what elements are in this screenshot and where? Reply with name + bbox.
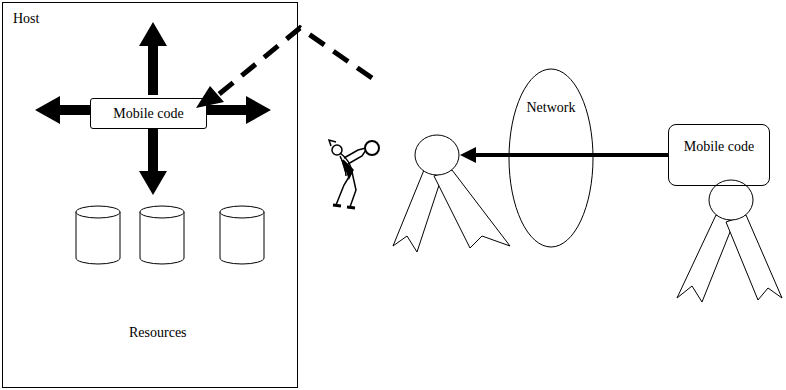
transfer-arrowhead (460, 147, 476, 163)
dashed-arrowhead (196, 86, 224, 108)
network-ellipse: Network (508, 68, 594, 248)
ellipse-outline (508, 68, 594, 248)
dashed-inspection-line (218, 28, 372, 95)
ellipse-outline-shape (509, 69, 593, 247)
up-arrow (139, 22, 167, 95)
mobile-code-box: Mobile code (90, 98, 207, 129)
resource-cylinder (220, 206, 264, 264)
node-label: Network (508, 100, 594, 117)
resource-cylinder (76, 206, 120, 264)
left-arrow (35, 96, 90, 124)
node-label: Mobile code (91, 105, 206, 122)
down-arrow (139, 128, 167, 195)
certificate-seal (393, 135, 510, 252)
node-label: Mobile code (669, 139, 769, 156)
resource-cylinder (140, 206, 184, 264)
inspector-figure (329, 140, 379, 208)
mobile-code-box: Mobile code (668, 124, 770, 186)
resources-label: Resources (129, 325, 187, 342)
transfer-arrow (472, 153, 668, 157)
certificate-seal (677, 180, 782, 302)
node-heading: Host (13, 11, 39, 28)
